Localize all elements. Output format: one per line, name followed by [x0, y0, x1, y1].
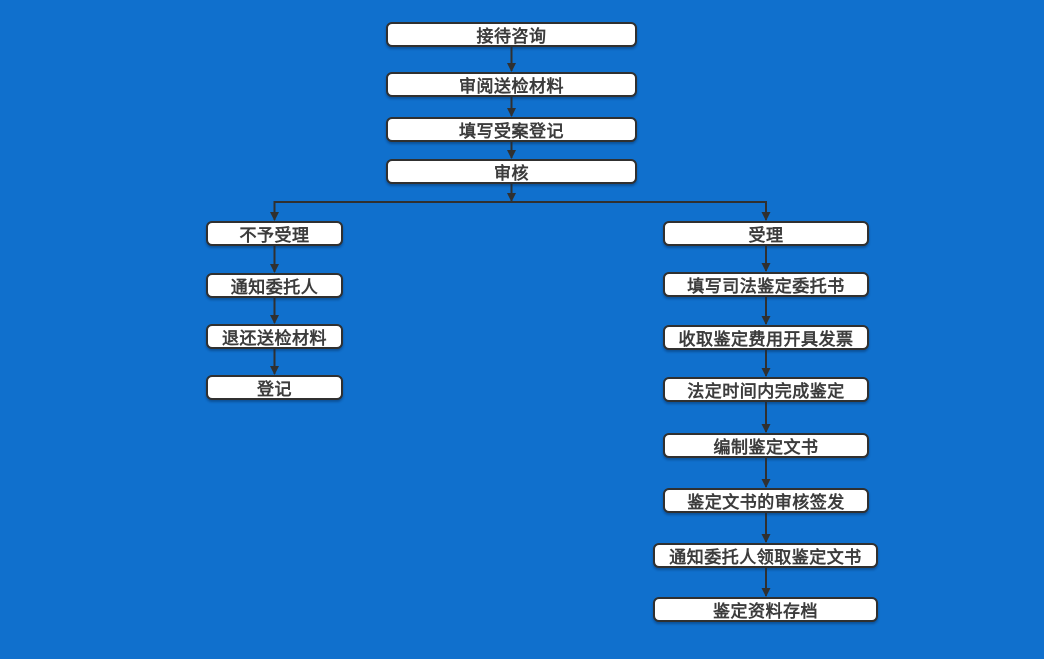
node-review-materials: 审阅送检材料 [386, 72, 637, 97]
node-complete-within-legal-time: 法定时间内完成鉴定 [663, 377, 869, 402]
node-return-materials: 退还送检材料 [206, 324, 343, 349]
node-archive-appraisal-materials: 鉴定资料存档 [653, 597, 878, 622]
node-document-review-sign-issue: 鉴定文书的审核签发 [663, 488, 869, 513]
node-review: 审核 [386, 159, 637, 184]
node-accepted: 受理 [663, 221, 869, 246]
node-collect-fee-issue-invoice: 收取鉴定费用开具发票 [663, 325, 869, 350]
node-notify-client: 通知委托人 [206, 273, 343, 298]
node-not-accepted: 不予受理 [206, 221, 343, 246]
node-fill-case-registration: 填写受案登记 [386, 117, 637, 142]
node-compile-appraisal-document: 编制鉴定文书 [663, 433, 869, 458]
node-register: 登记 [206, 375, 343, 400]
node-notify-client-collect-document: 通知委托人领取鉴定文书 [653, 543, 878, 568]
node-receive-consultation: 接待咨询 [386, 22, 637, 47]
node-fill-entrustment-letter: 填写司法鉴定委托书 [663, 272, 869, 297]
